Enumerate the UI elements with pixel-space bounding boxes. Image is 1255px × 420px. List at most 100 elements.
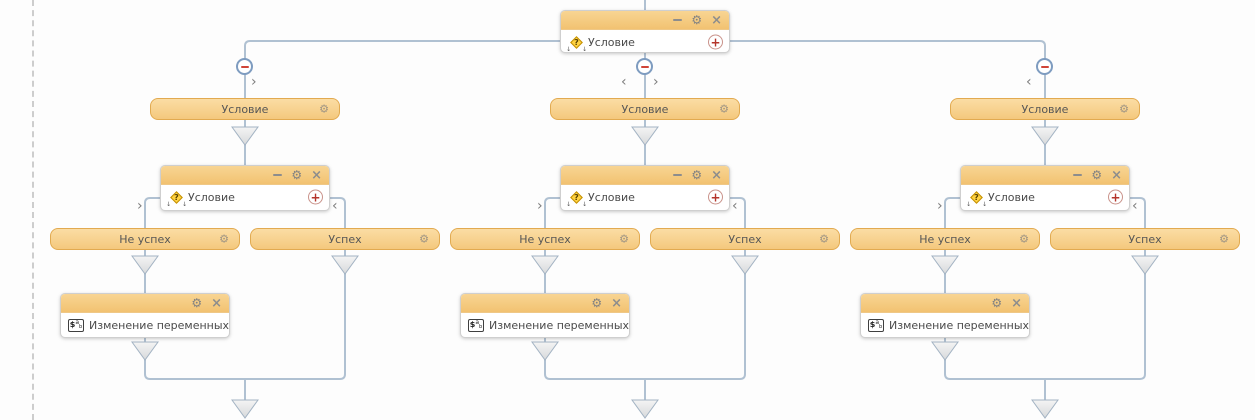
branch-bar-label: Успех [728,232,762,246]
gear-icon[interactable]: ⚙ [819,232,829,246]
gear-icon[interactable]: ⚙ [191,296,203,310]
gear-icon[interactable]: ⚙ [219,232,229,246]
fail-branch-bar[interactable]: Не успех ⚙ [50,228,240,250]
minus-icon [640,65,649,68]
gear-icon[interactable]: ⚙ [719,102,729,116]
move-branch-left-icon[interactable]: ‹ [1132,198,1138,214]
condition-icon: ↓ ↓ ? [566,190,587,208]
window-title: Изменение переменных [89,318,230,332]
branch-bar[interactable]: Условие ⚙ [550,98,740,120]
close-icon[interactable]: × [211,295,222,311]
close-icon[interactable]: × [711,12,722,28]
fail-branch-bar[interactable]: Не успех ⚙ [450,228,640,250]
add-branch-button[interactable]: + [308,189,323,205]
move-branch-right-icon[interactable]: › [251,74,257,90]
window-title: Условие [588,35,635,49]
branch-bar-label: Не успех [119,232,171,246]
window-title: Изменение переменных [889,318,1030,332]
close-icon[interactable]: × [611,295,622,311]
collapse-button[interactable] [236,58,253,75]
condition-window[interactable]: ⚙ × ↓ ↓ ? Условие + [560,165,730,211]
move-branch-right-icon[interactable]: › [653,74,659,90]
success-branch-bar[interactable]: Успех ⚙ [250,228,440,250]
gear-icon[interactable]: ⚙ [1019,232,1029,246]
gear-icon[interactable]: ⚙ [991,296,1003,310]
gear-icon[interactable]: ⚙ [319,102,329,116]
success-branch-bar[interactable]: Успех ⚙ [650,228,840,250]
arrowhead [731,255,759,275]
move-branch-left-icon[interactable]: ‹ [732,198,738,214]
minimize-icon[interactable] [1073,174,1083,176]
close-icon[interactable]: × [1111,167,1122,183]
move-branch-right-icon[interactable]: › [137,198,143,214]
arrowhead [1031,399,1059,419]
gear-icon[interactable]: ⚙ [691,168,703,182]
gear-icon[interactable]: ⚙ [1091,168,1103,182]
add-branch-button[interactable]: + [708,34,723,50]
window-titlebar[interactable]: ⚙ × [561,11,729,30]
condition-window[interactable]: ⚙ × ↓ ↓ ? Условие + [960,165,1130,211]
window-titlebar[interactable]: ⚙ × [461,294,629,313]
change-variables-window[interactable]: ⚙ × $ a b Изменение переменных [60,293,230,338]
fail-branch-bar[interactable]: Не успех ⚙ [850,228,1040,250]
condition-window[interactable]: ⚙ × ↓ ↓ ? Условие + [160,165,330,211]
wire-rail-left [244,40,560,98]
close-icon[interactable]: × [1011,295,1022,311]
move-branch-left-icon[interactable]: ‹ [621,74,627,90]
wire-elbow [544,197,560,228]
add-branch-button[interactable]: + [1108,189,1123,205]
arrowhead [231,126,259,146]
gear-icon[interactable]: ⚙ [1219,232,1229,246]
arrowhead [631,399,659,419]
gear-icon[interactable]: ⚙ [1119,102,1129,116]
minimize-icon[interactable] [673,19,683,21]
branch-bar-label: Условие [621,102,669,116]
window-titlebar[interactable]: ⚙ × [861,294,1029,313]
branch-bar-label: Не успех [519,232,571,246]
root-condition-window[interactable]: ⚙ × ↓ ↓ ? Условие + [560,10,730,53]
window-title: Изменение переменных [489,318,630,332]
minus-icon [240,65,249,68]
collapse-button[interactable] [636,58,653,75]
close-icon[interactable]: × [711,167,722,183]
arrowhead [531,255,559,275]
arrowhead [231,399,259,419]
window-titlebar[interactable]: ⚙ × [561,166,729,185]
branch-bar[interactable]: Условие ⚙ [150,98,340,120]
gear-icon[interactable]: ⚙ [419,232,429,246]
arrowhead [131,341,159,361]
add-branch-button[interactable]: + [708,189,723,205]
close-icon[interactable]: × [311,167,322,183]
arrowhead [631,126,659,146]
gear-icon[interactable]: ⚙ [691,13,703,27]
gear-icon[interactable]: ⚙ [291,168,303,182]
collapse-button[interactable] [1036,58,1053,75]
move-branch-right-icon[interactable]: › [937,198,943,214]
branch-bar-label: Успех [328,232,362,246]
minimize-icon[interactable] [273,174,283,176]
move-branch-right-icon[interactable]: › [537,198,543,214]
branch-bar-label: Условие [1021,102,1069,116]
page-boundary-line [32,0,34,420]
move-branch-left-icon[interactable]: ‹ [1026,74,1032,90]
variables-icon: $ a b [868,318,884,332]
gear-icon[interactable]: ⚙ [619,232,629,246]
success-branch-bar[interactable]: Успех ⚙ [1050,228,1240,250]
branch-bar-label: Успех [1128,232,1162,246]
window-title: Условие [188,190,235,204]
branch-bar[interactable]: Условие ⚙ [950,98,1140,120]
window-titlebar[interactable]: ⚙ × [961,166,1129,185]
change-variables-window[interactable]: ⚙ × $ a b Изменение переменных [860,293,1030,338]
wire-elbow [330,197,346,228]
wire-elbow [1130,197,1146,228]
minimize-icon[interactable] [673,174,683,176]
arrowhead [931,341,959,361]
window-titlebar[interactable]: ⚙ × [161,166,329,185]
window-title: Условие [588,190,635,204]
window-titlebar[interactable]: ⚙ × [61,294,229,313]
change-variables-window[interactable]: ⚙ × $ a b Изменение переменных [460,293,630,338]
gear-icon[interactable]: ⚙ [591,296,603,310]
move-branch-left-icon[interactable]: ‹ [332,198,338,214]
